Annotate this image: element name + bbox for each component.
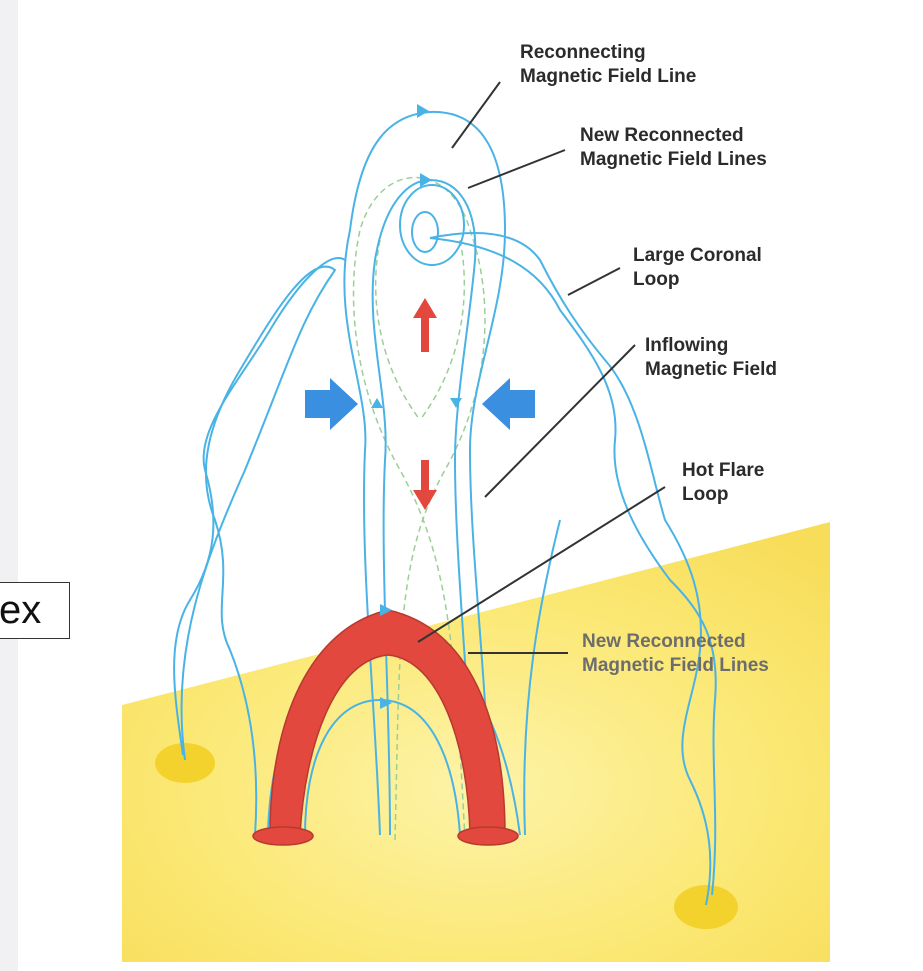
label-new-reconnected-bottom: New Reconnected Magnetic Field Lines [582, 630, 769, 678]
label-line: Large Coronal [633, 244, 762, 268]
label-large-coronal-loop: Large Coronal Loop [633, 244, 762, 292]
left-box-text: ex [0, 583, 41, 638]
label-inflowing-field: Inflowing Magnetic Field [645, 334, 777, 382]
footpoint-right [674, 885, 738, 929]
label-reconnecting-field-line: Reconnecting Magnetic Field Line [520, 41, 696, 89]
label-line: Reconnecting [520, 41, 696, 65]
left-text-box: ex [0, 582, 70, 639]
label-line: Magnetic Field Lines [582, 654, 769, 678]
inflow-arrows [305, 378, 535, 430]
label-new-reconnected-top: New Reconnected Magnetic Field Lines [580, 124, 767, 172]
label-hot-flare-loop: Hot Flare Loop [682, 459, 764, 507]
label-line: Magnetic Field [645, 358, 777, 382]
label-line: Magnetic Field Lines [580, 148, 767, 172]
footpoint-left [155, 743, 215, 783]
label-line: Inflowing [645, 334, 777, 358]
label-line: Loop [633, 268, 762, 292]
label-line: New Reconnected [580, 124, 767, 148]
label-line: Magnetic Field Line [520, 65, 696, 89]
label-line: New Reconnected [582, 630, 769, 654]
label-line: Loop [682, 483, 764, 507]
label-line: Hot Flare [682, 459, 764, 483]
outflow-arrows [413, 298, 437, 510]
